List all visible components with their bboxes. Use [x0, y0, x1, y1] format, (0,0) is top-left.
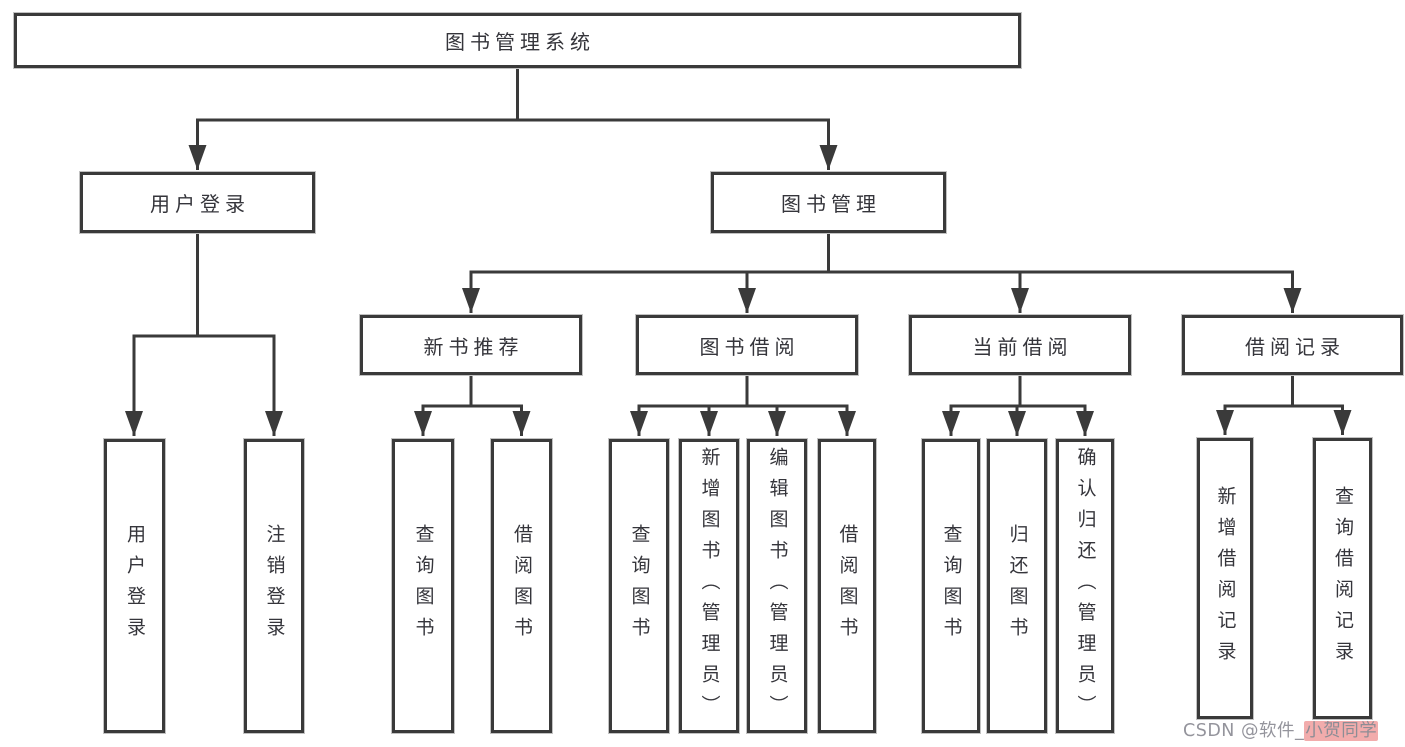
- node-user-login: 用户登录: [80, 172, 315, 233]
- leaf-logout: 注销登录: [244, 439, 304, 733]
- node-book-management: 图书管理: [711, 172, 946, 233]
- leaf-query-books-current: 查询图书: [922, 439, 980, 733]
- leaf-add-books-admin: 新增图书（管理员）: [679, 439, 739, 733]
- leaf-query-borrow-record: 查询借阅记录: [1313, 438, 1372, 719]
- leaf-borrow-books: 借阅图书: [818, 439, 876, 733]
- node-root-system: 图书管理系统: [14, 13, 1021, 68]
- leaf-return-books: 归还图书: [987, 439, 1047, 733]
- watermark-prefix: CSDN @软件_: [1183, 721, 1305, 741]
- leaf-add-borrow-record: 新增借阅记录: [1197, 438, 1253, 719]
- node-book-borrow: 图书借阅: [636, 315, 858, 375]
- leaf-query-books-newbooks: 查询图书: [392, 439, 454, 733]
- leaf-confirm-return-admin: 确认归还（管理员）: [1056, 439, 1114, 733]
- leaf-borrow-books-newbooks: 借阅图书: [491, 439, 552, 733]
- leaf-query-books-borrow: 查询图书: [609, 439, 669, 733]
- node-new-book-recommend: 新书推荐: [360, 315, 582, 375]
- leaf-edit-books-admin: 编辑图书（管理员）: [747, 439, 807, 733]
- csdn-watermark: CSDN @软件_小贺同学: [1183, 717, 1379, 742]
- node-borrow-records: 借阅记录: [1182, 315, 1403, 375]
- watermark-author: 小贺同学: [1304, 721, 1379, 741]
- leaf-user-login: 用户登录: [104, 439, 165, 733]
- node-current-borrow: 当前借阅: [909, 315, 1131, 375]
